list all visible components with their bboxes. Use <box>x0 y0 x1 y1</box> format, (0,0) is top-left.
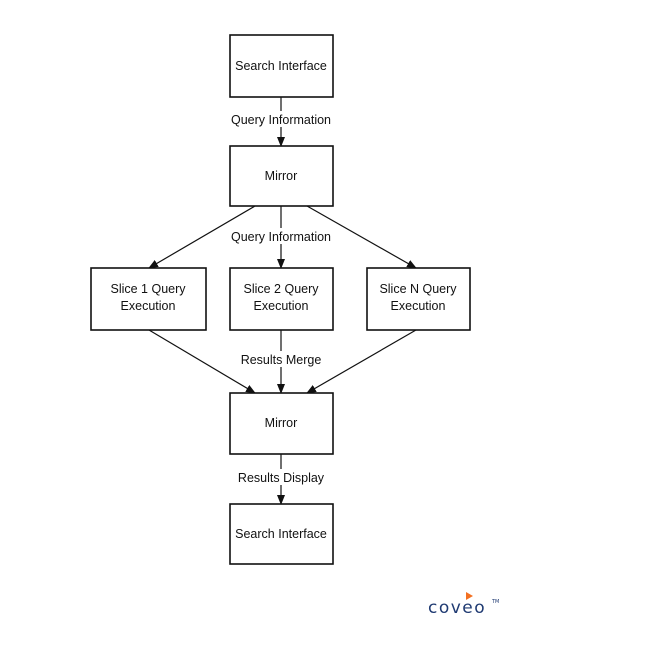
coveo-logo: coveo TM <box>428 592 499 619</box>
edge-slice1-to-mirror <box>148 329 256 394</box>
edge-mirror-to-sliceN <box>306 205 417 269</box>
node-slice-n: Slice N Query Execution <box>366 267 471 331</box>
svg-text:Execution: Execution <box>121 299 176 313</box>
svg-text:Results Display: Results Display <box>238 471 325 485</box>
svg-text:Execution: Execution <box>254 299 309 313</box>
edge-mirror-to-slice1 <box>148 205 256 269</box>
svg-text:Query Information: Query Information <box>231 230 331 244</box>
svg-text:Slice N Query: Slice N Query <box>379 282 457 296</box>
logo-text: coveo <box>428 598 487 618</box>
node-search-interface-top: Search Interface <box>229 34 334 98</box>
node-mirror-top: Mirror <box>229 145 334 207</box>
node-search-interface-bottom: Search Interface <box>229 503 334 565</box>
node-slice-1: Slice 1 Query Execution <box>90 267 207 331</box>
svg-text:Results Merge: Results Merge <box>241 353 322 367</box>
logo-mark-icon <box>466 592 473 600</box>
edge-label-results-display: Results Display <box>236 469 326 485</box>
node-mirror-bottom: Mirror <box>229 392 334 455</box>
edge-sliceN-to-mirror <box>306 329 417 394</box>
edge-label-query-information-2: Query Information <box>230 228 333 244</box>
svg-text:Query Information: Query Information <box>231 113 331 127</box>
logo-trademark: TM <box>492 599 500 605</box>
edge-label-results-merge: Results Merge <box>238 351 324 367</box>
svg-text:Search Interface: Search Interface <box>235 59 327 73</box>
svg-text:Search Interface: Search Interface <box>235 527 327 541</box>
svg-text:Slice 2 Query: Slice 2 Query <box>243 282 319 296</box>
svg-text:Mirror: Mirror <box>265 416 298 430</box>
svg-text:Slice 1 Query: Slice 1 Query <box>110 282 186 296</box>
svg-text:Execution: Execution <box>391 299 446 313</box>
svg-text:Mirror: Mirror <box>265 169 298 183</box>
node-slice-2: Slice 2 Query Execution <box>229 267 334 331</box>
edge-label-query-information-1: Query Information <box>230 111 333 127</box>
